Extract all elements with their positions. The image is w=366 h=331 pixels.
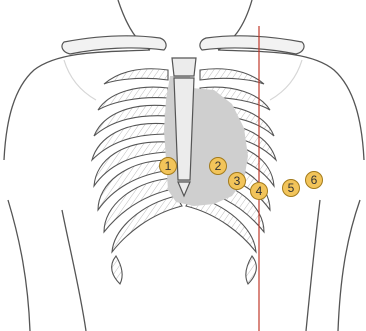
electrode-1: 1	[160, 158, 177, 175]
shoulder-left	[4, 50, 150, 160]
electrode-6-label: 6	[311, 173, 318, 187]
electrode-2-label: 2	[215, 159, 222, 173]
arm-right	[338, 200, 360, 331]
rib-right-1	[200, 69, 264, 84]
manubrium	[172, 58, 196, 76]
rib-right-9	[246, 256, 256, 284]
electrode-4: 4	[251, 183, 268, 200]
electrode-2: 2	[210, 158, 227, 175]
rib-left-1	[104, 69, 168, 84]
waist-right	[306, 200, 320, 331]
scapula-left	[64, 60, 96, 100]
electrode-5: 5	[283, 180, 300, 197]
sternum-body	[174, 78, 194, 180]
electrode-5-label: 5	[288, 181, 295, 195]
scapula-right	[270, 60, 302, 100]
electrode-3: 3	[229, 173, 246, 190]
electrode-1-label: 1	[165, 159, 172, 173]
waist-left	[62, 210, 86, 331]
clavicles	[62, 36, 304, 54]
electrode-4-label: 4	[256, 184, 263, 198]
arm-left	[8, 200, 30, 331]
electrode-6: 6	[306, 172, 323, 189]
electrode-3-label: 3	[234, 174, 241, 188]
rib-left-9	[112, 256, 122, 284]
